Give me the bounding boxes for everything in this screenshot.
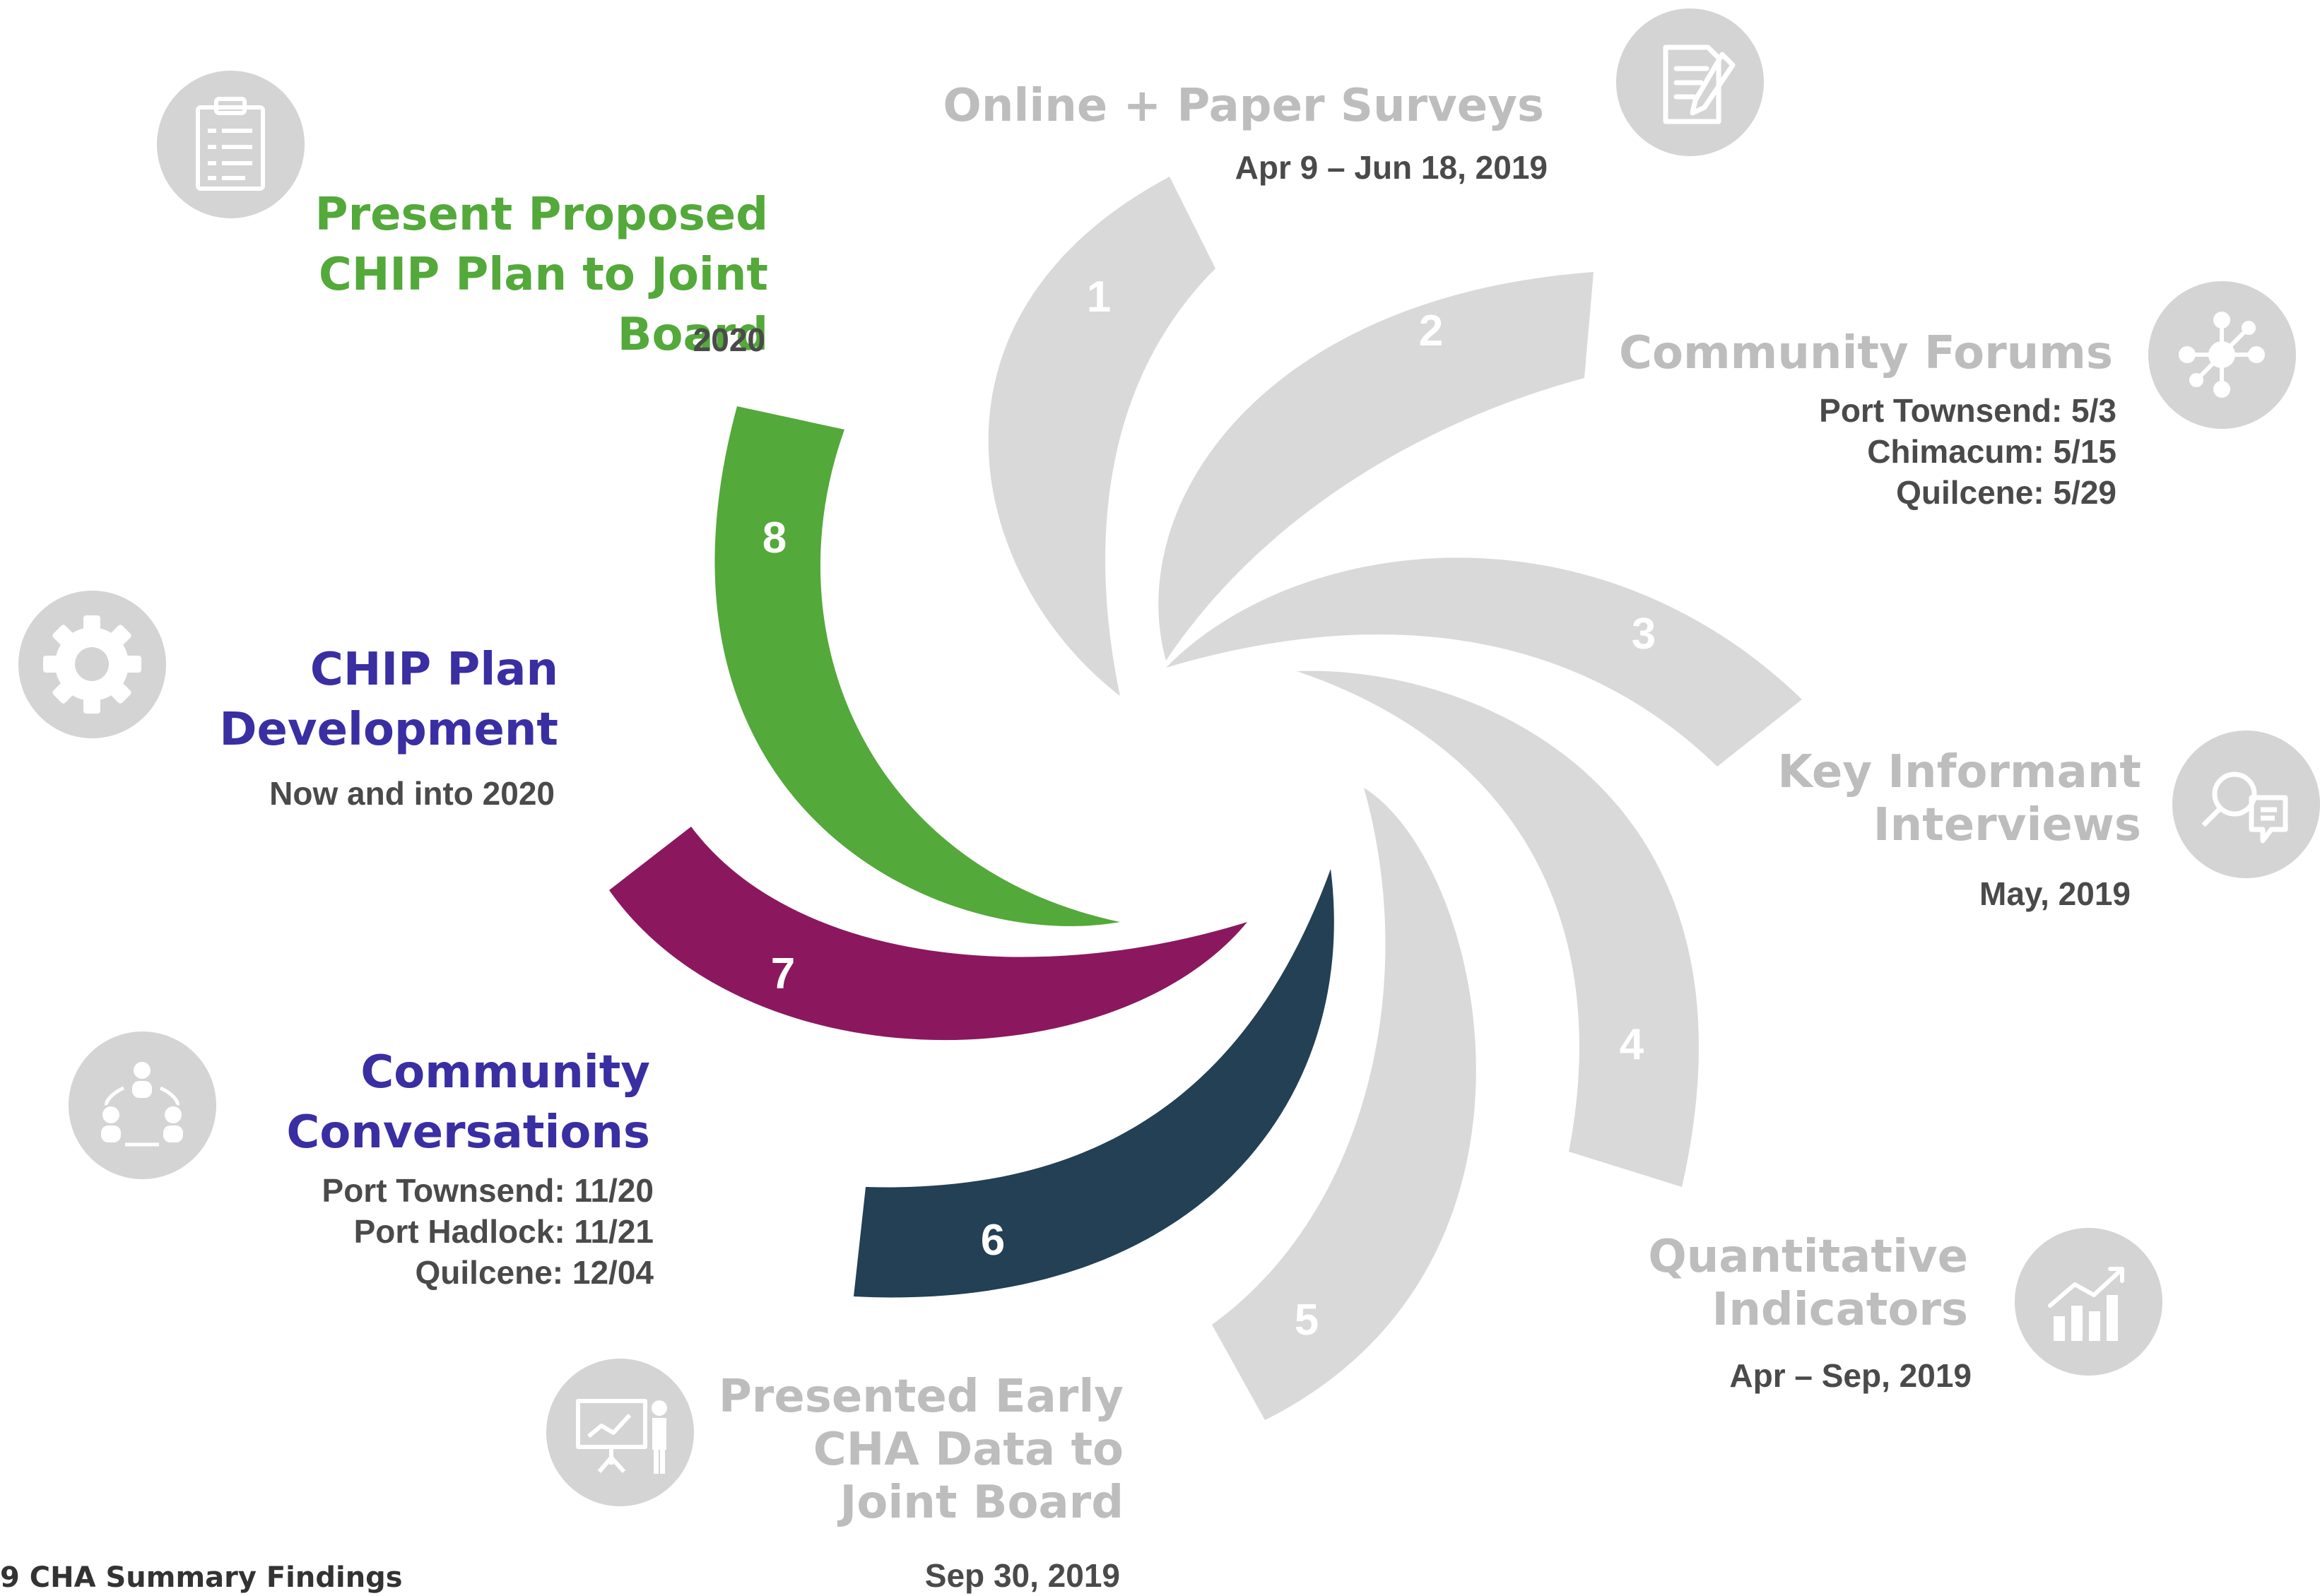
gear-icon — [18, 591, 166, 738]
step-5-detail-line: Sep 30, 2019 — [924, 1557, 1120, 1594]
page-footer: 9 CHA Summary Findings — [0, 1561, 403, 1594]
step-2-detail-line: Chimacum: 5/15 — [1867, 433, 2116, 470]
step-3-title: Key Informant Interviews — [1590, 746, 2141, 852]
step-3-title-line: Interviews — [1873, 799, 2141, 851]
step-1-title-line: Online + Paper Surveys — [943, 80, 1544, 132]
step-5-title-line: Presented Early — [718, 1371, 1124, 1423]
spiral-arm-2 — [1158, 272, 1594, 661]
step-1-title: Online + Paper Surveys — [905, 76, 1544, 136]
step-8-title-line: CHIP Plan to Joint Board — [318, 249, 768, 361]
step-5-title-line: Joint Board — [840, 1477, 1124, 1529]
step-4-title: Quantitative Indicators — [1413, 1231, 1968, 1337]
step-5-details: Sep 30, 2019 — [622, 1555, 1120, 1596]
step-6-detail-line: Quilcene: 12/04 — [415, 1254, 654, 1291]
step-2-number: 2 — [1418, 307, 1444, 355]
step-2-detail-line: Port Townsend: 5/3 — [1819, 392, 2116, 429]
step-7-detail-line: Now and into 2020 — [269, 775, 555, 812]
clipboard-checklist-icon — [157, 71, 305, 218]
spiral-arm-5 — [1212, 788, 1476, 1420]
step-7-title-line: CHIP Plan — [310, 644, 558, 696]
step-3-title-line: Key Informant — [1777, 746, 2141, 798]
step-8-number: 8 — [762, 514, 787, 562]
step-1-details: Apr 9 – Jun 18, 2019 — [975, 147, 1548, 188]
spiral-arm-4 — [1297, 670, 1699, 1187]
step-6-title: Community Conversations — [269, 1043, 650, 1163]
step-6-title-line: Conversations — [286, 1106, 650, 1159]
step-6-detail-line: Port Townsend: 11/20 — [322, 1172, 654, 1209]
step-7-details: Now and into 2020 — [205, 773, 555, 814]
step-5-title: Presented Early CHA Data to Joint Board — [558, 1371, 1124, 1530]
people-circle-icon — [69, 1032, 216, 1179]
step-6-detail-line: Port Hadlock: 11/21 — [353, 1213, 654, 1250]
spiral-arm-6 — [854, 869, 1334, 1298]
step-2-title: Community Forums — [1484, 324, 2113, 384]
step-4-details: Apr – Sep, 2019 — [1449, 1355, 1972, 1396]
spiral-arm-1 — [988, 177, 1215, 696]
step-5-number: 5 — [1294, 1296, 1319, 1344]
step-8-title-line: Present Proposed — [314, 189, 768, 241]
step-2-title-line: Community Forums — [1619, 327, 2113, 379]
survey-checklist-icon — [1616, 8, 1764, 156]
step-4-title-line: Quantitative — [1648, 1231, 1968, 1283]
spiral-arm-7 — [609, 827, 1247, 1041]
spiral-arm-8 — [714, 406, 1120, 926]
step-4-detail-line: Apr – Sep, 2019 — [1729, 1357, 1972, 1394]
spiral-arm-3 — [1166, 557, 1802, 767]
step-8-title: Present Proposed CHIP Plan to Joint Boar… — [212, 185, 768, 365]
presentation-board-icon — [546, 1359, 694, 1506]
step-2-detail-line: Quilcene: 5/29 — [1896, 474, 2116, 511]
step-4-number: 4 — [1619, 1020, 1644, 1069]
step-6-title-line: Community — [360, 1046, 650, 1099]
step-7-number: 7 — [770, 950, 796, 998]
step-7-title-line: Development — [219, 704, 558, 756]
step-8-details: 2020 — [495, 319, 765, 360]
bar-chart-trend-icon — [2015, 1228, 2162, 1376]
step-1-number: 1 — [1086, 273, 1112, 321]
step-8-detail-line: 2020 — [693, 321, 765, 358]
step-7-title: CHIP Plan Development — [205, 640, 558, 760]
step-4-title-line: Indicators — [1712, 1284, 1968, 1336]
step-6-number: 6 — [980, 1216, 1006, 1265]
interview-chat-icon — [2172, 731, 2320, 878]
step-2-details: Port Townsend: 5/3 Chimacum: 5/15 Quilce… — [1519, 390, 2116, 513]
network-nodes-icon — [2148, 281, 2296, 429]
step-6-details: Port Townsend: 11/20 Port Hadlock: 11/21… — [269, 1170, 654, 1293]
step-3-number: 3 — [1631, 610, 1656, 658]
step-3-details: May, 2019 — [1625, 873, 2131, 914]
step-3-detail-line: May, 2019 — [1979, 875, 2131, 912]
step-1-detail-line: Apr 9 – Jun 18, 2019 — [1235, 149, 1548, 186]
step-5-title-line: CHA Data to — [813, 1424, 1124, 1476]
